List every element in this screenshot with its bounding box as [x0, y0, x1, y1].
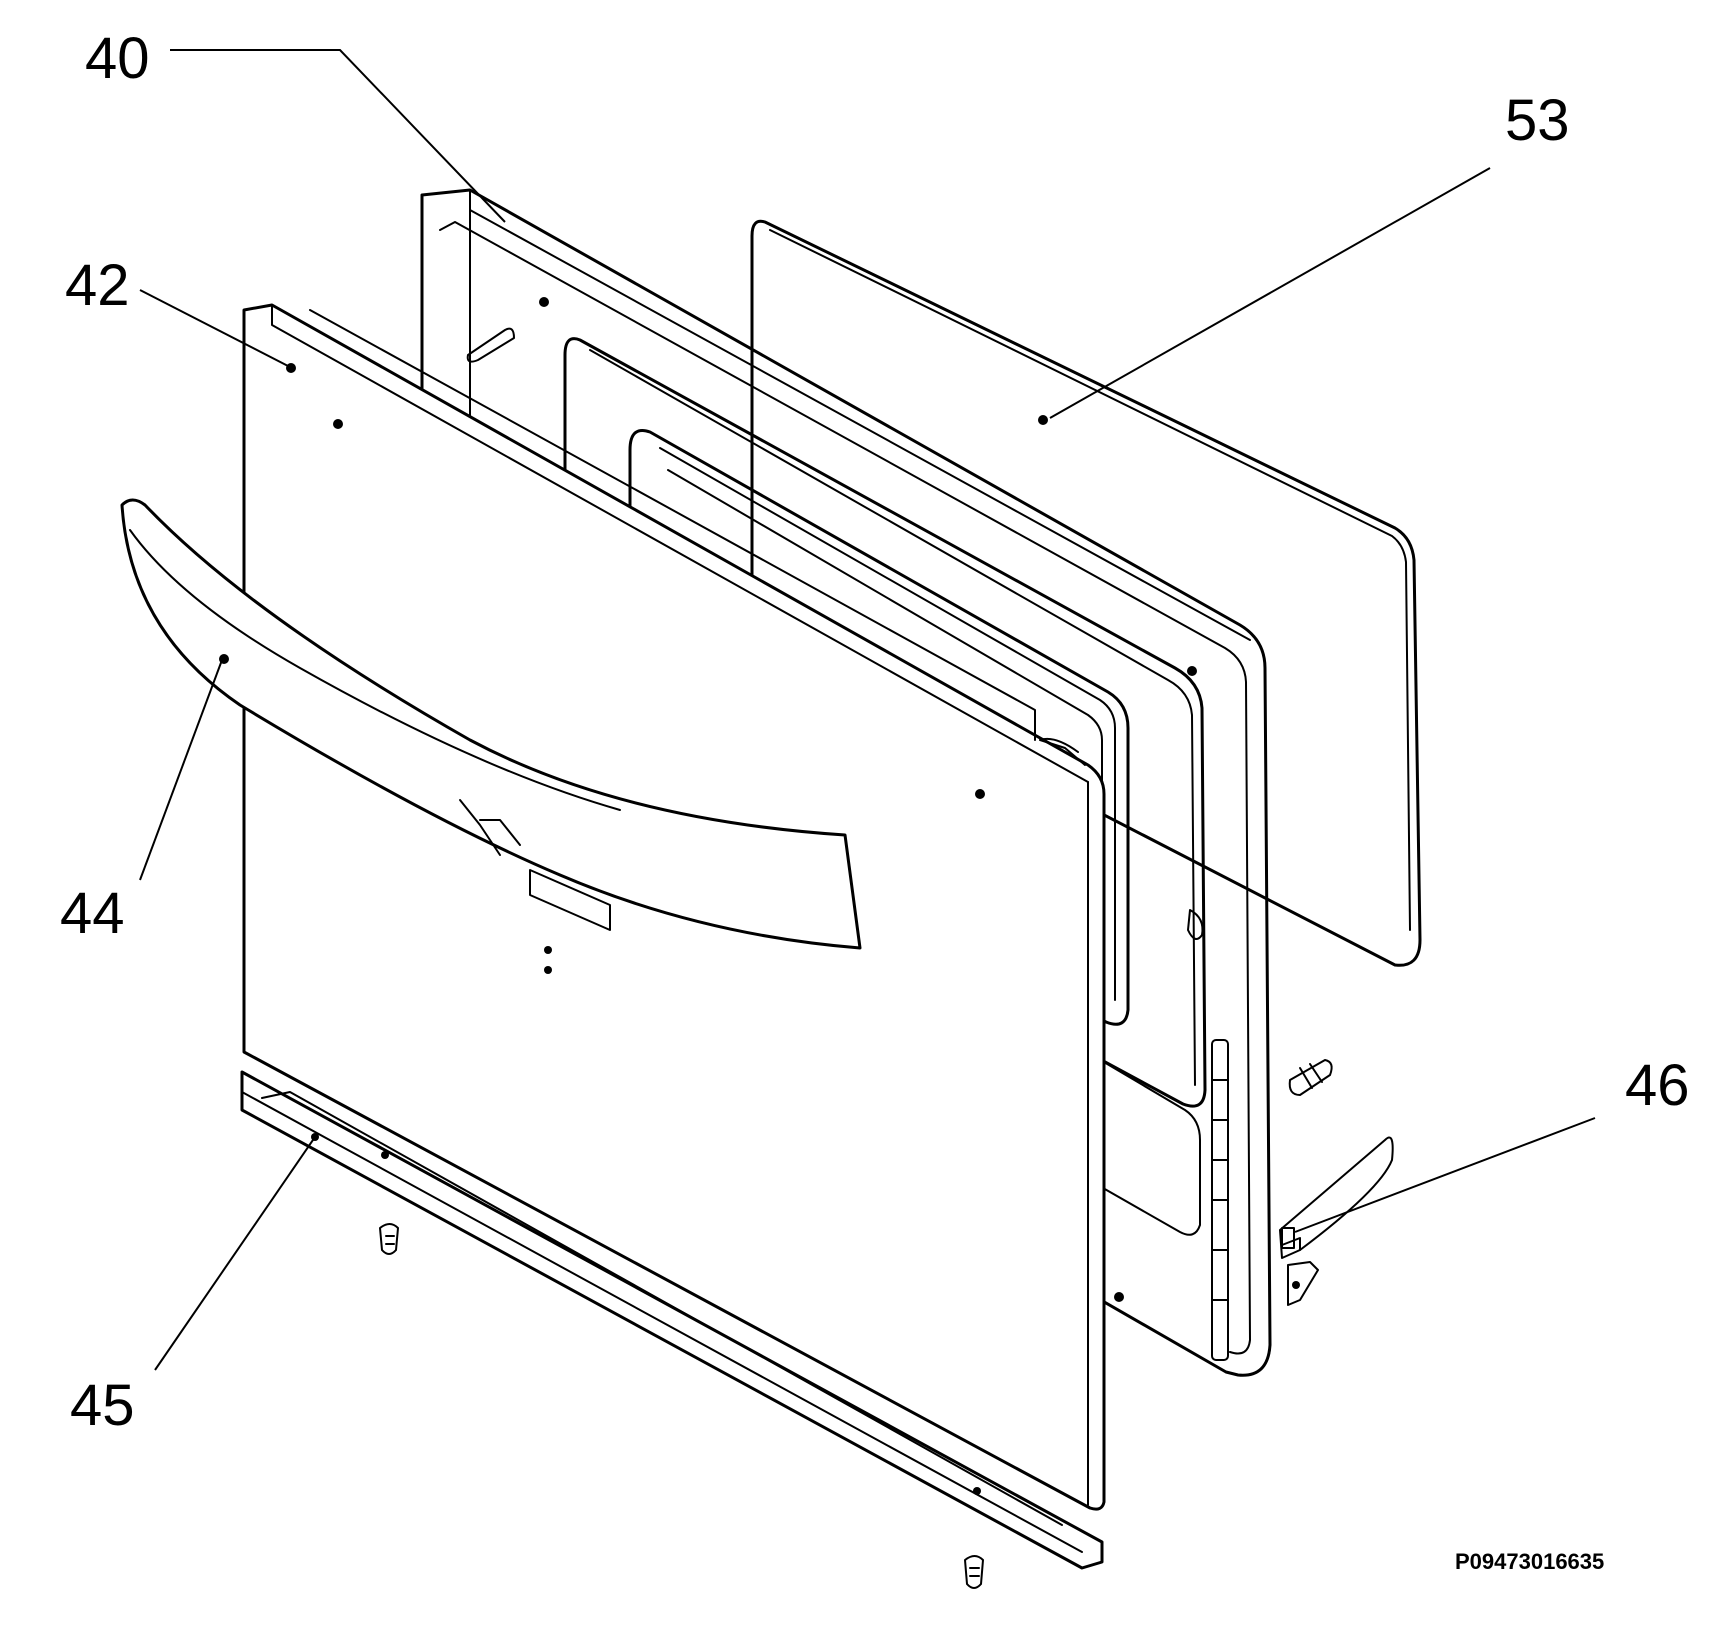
callout-labels: 40 53 42 44 46 45	[60, 26, 1690, 1438]
callout-53: 53	[1505, 88, 1570, 153]
leader-40	[170, 49, 506, 223]
callout-45: 45	[70, 1373, 135, 1438]
leader-42	[139, 289, 291, 368]
leader-46	[1294, 1117, 1596, 1233]
callout-42: 42	[65, 253, 130, 318]
leader-44	[139, 659, 223, 881]
leader-lines	[139, 49, 1596, 1371]
door-hinge	[1279, 1059, 1394, 1306]
reference-code: P09473016635	[1455, 1549, 1604, 1574]
callout-44: 44	[60, 881, 125, 946]
callout-40: 40	[85, 26, 150, 91]
screw-right	[964, 1555, 984, 1589]
callout-46: 46	[1625, 1053, 1690, 1118]
screw-left	[379, 1223, 399, 1255]
door-handle	[120, 498, 862, 974]
leader-53	[1049, 167, 1491, 419]
window-gasket	[628, 429, 1130, 1026]
rear-glass-panel	[750, 219, 1422, 967]
leader-45	[154, 1136, 316, 1371]
bottom-trim-strip	[240, 1070, 1104, 1570]
